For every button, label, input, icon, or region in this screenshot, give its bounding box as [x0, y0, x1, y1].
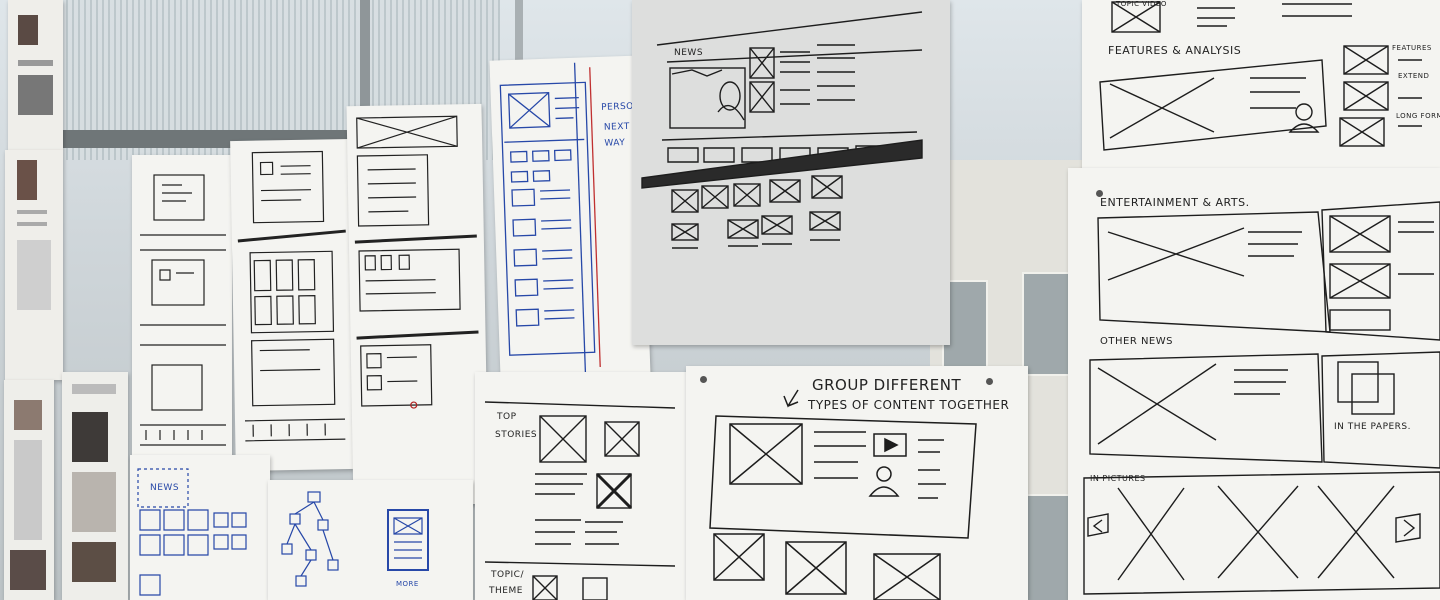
- blue-sitemap-sheet: MORE: [268, 480, 473, 600]
- top-stories-sheet: TOP STORIES TOPIC/ THEME: [475, 372, 697, 600]
- theme-label: THEME: [489, 586, 523, 596]
- group-heading-line-1: GROUP DIFFERENT: [812, 376, 962, 394]
- group-content-sheet: GROUP DIFFERENT TYPES OF CONTENT TOGETHE…: [686, 366, 1028, 600]
- wireframe-sheet: [346, 103, 489, 507]
- pushpin: [700, 376, 707, 383]
- entertainment-heading: ENTERTAINMENT & ARTS.: [1100, 196, 1250, 209]
- building-window: [1022, 494, 1074, 600]
- stories-label: STORIES: [495, 430, 538, 440]
- other-news-heading: OTHER NEWS: [1100, 336, 1173, 347]
- features-right-label: FEATURES: [1392, 44, 1432, 52]
- topic-label: TOPIC/: [491, 570, 524, 580]
- printed-page: [4, 380, 54, 600]
- wireframe-sheet: [132, 155, 232, 460]
- pushpin: [1096, 190, 1103, 197]
- topic-video-label: TOPIC VIDEO: [1116, 0, 1167, 8]
- way-label: WAY: [604, 138, 626, 149]
- wireframe-sheet: [230, 138, 356, 472]
- building-window: [1022, 272, 1076, 376]
- pushpin: [986, 378, 993, 385]
- printed-page: [8, 0, 63, 150]
- printed-page: [62, 372, 128, 600]
- blue-wireframe-sheet: PERSONAL NEXT WAY: [489, 55, 653, 381]
- printed-page: [5, 150, 63, 380]
- top-label: TOP: [497, 412, 517, 422]
- group-heading-line-2: TYPES OF CONTENT TOGETHER: [808, 398, 1010, 412]
- sections-sheet: ENTERTAINMENT & ARTS. OTHER NEWS IN THE …: [1068, 168, 1440, 600]
- news-small-label: NEWS: [150, 483, 180, 493]
- long-form-label: LONG FORM: [1396, 112, 1440, 120]
- features-sheet: TOPIC VIDEO FEATURES & ANALYSIS FEATURES…: [1082, 0, 1440, 188]
- news-heading: NEWS: [674, 48, 704, 58]
- in-papers-label: IN THE PAPERS.: [1334, 422, 1412, 432]
- news-wireframe-sheet: NEWS: [632, 0, 950, 345]
- window-mullion: [360, 0, 370, 200]
- extend-label: EXTEND: [1398, 72, 1430, 80]
- features-heading: FEATURES & ANALYSIS: [1108, 44, 1242, 57]
- next-label: NEXT: [603, 121, 630, 133]
- in-pictures-heading: IN PICTURES: [1090, 474, 1146, 483]
- blue-wireframe-sheet: NEWS: [130, 455, 270, 600]
- more-label: MORE: [396, 580, 419, 588]
